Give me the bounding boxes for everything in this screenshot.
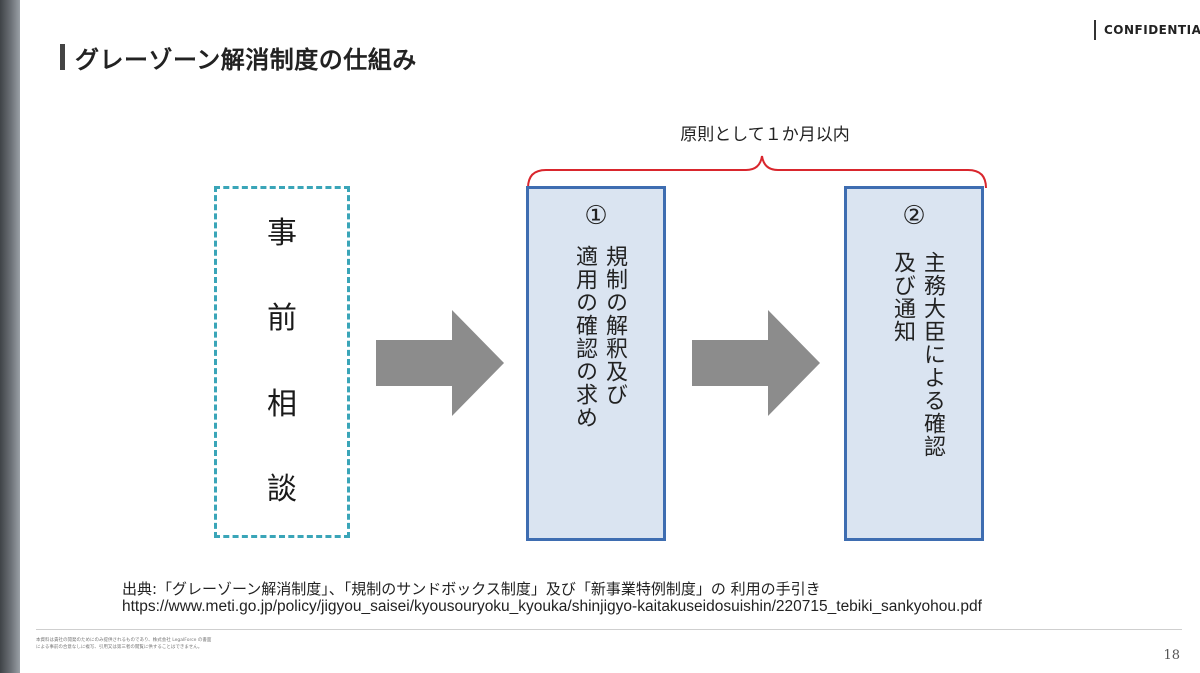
title-area: グレーゾーン解消制度の仕組み bbox=[60, 40, 417, 74]
page-title: グレーゾーン解消制度の仕組み bbox=[75, 45, 417, 74]
footer-divider bbox=[36, 629, 1182, 630]
pre-consult-char: 前 bbox=[267, 301, 297, 337]
step-1-box: ① 規制の解釈及び 適用の確認の求め bbox=[526, 186, 666, 541]
footer-disclaimer: 本資料は貴社の開発のためにのみ提供されるものであり、株式会社 LegalForc… bbox=[36, 637, 296, 651]
page-number: 18 bbox=[1163, 648, 1180, 663]
footer-disclaimer-line-1: 本資料は貴社の開発のためにのみ提供されるものであり、株式会社 LegalForc… bbox=[36, 638, 212, 643]
step-1-line-1: 規制の解釈及び bbox=[602, 245, 627, 406]
step-2-line-2: 及び通知 bbox=[890, 251, 915, 343]
pre-consultation-text: 事 前 相 談 bbox=[217, 217, 347, 507]
pre-consult-char: 談 bbox=[267, 471, 297, 507]
step-1-text: 規制の解釈及び 適用の確認の求め bbox=[569, 245, 629, 429]
footer-disclaimer-line-2: による事前の合意なしに複写、引用又は第三者の閲覧に供することはできません。 bbox=[36, 645, 203, 650]
title-bar-marker bbox=[60, 44, 65, 70]
arrow-right-icon bbox=[376, 310, 504, 416]
source-url: https://www.meti.go.jp/policy/jigyou_sai… bbox=[122, 598, 982, 615]
step-2-number: ② bbox=[902, 201, 926, 231]
step-1-number: ① bbox=[584, 201, 608, 231]
source-citation: 出典:「グレーゾーン解消制度」、「規制のサンドボックス制度」及び「新事業特例制度… bbox=[122, 580, 821, 598]
brace-path bbox=[527, 155, 987, 189]
pre-consult-char: 相 bbox=[267, 386, 297, 422]
step-2-text: 主務大臣による確認 及び通知 bbox=[887, 251, 947, 458]
period-label: 原則として１か月以内 bbox=[680, 125, 850, 145]
pre-consult-char: 事 bbox=[267, 216, 297, 251]
step-2-box: ② 主務大臣による確認 及び通知 bbox=[844, 186, 984, 541]
confidential-label: CONFIDENTIAL bbox=[1094, 20, 1200, 40]
left-decorative-band bbox=[0, 0, 20, 673]
step-2-line-1: 主務大臣による確認 bbox=[920, 251, 945, 458]
step-1-line-2: 適用の確認の求め bbox=[572, 245, 597, 429]
arrow-right-icon bbox=[692, 310, 820, 416]
pre-consultation-box: 事 前 相 談 bbox=[214, 186, 350, 538]
